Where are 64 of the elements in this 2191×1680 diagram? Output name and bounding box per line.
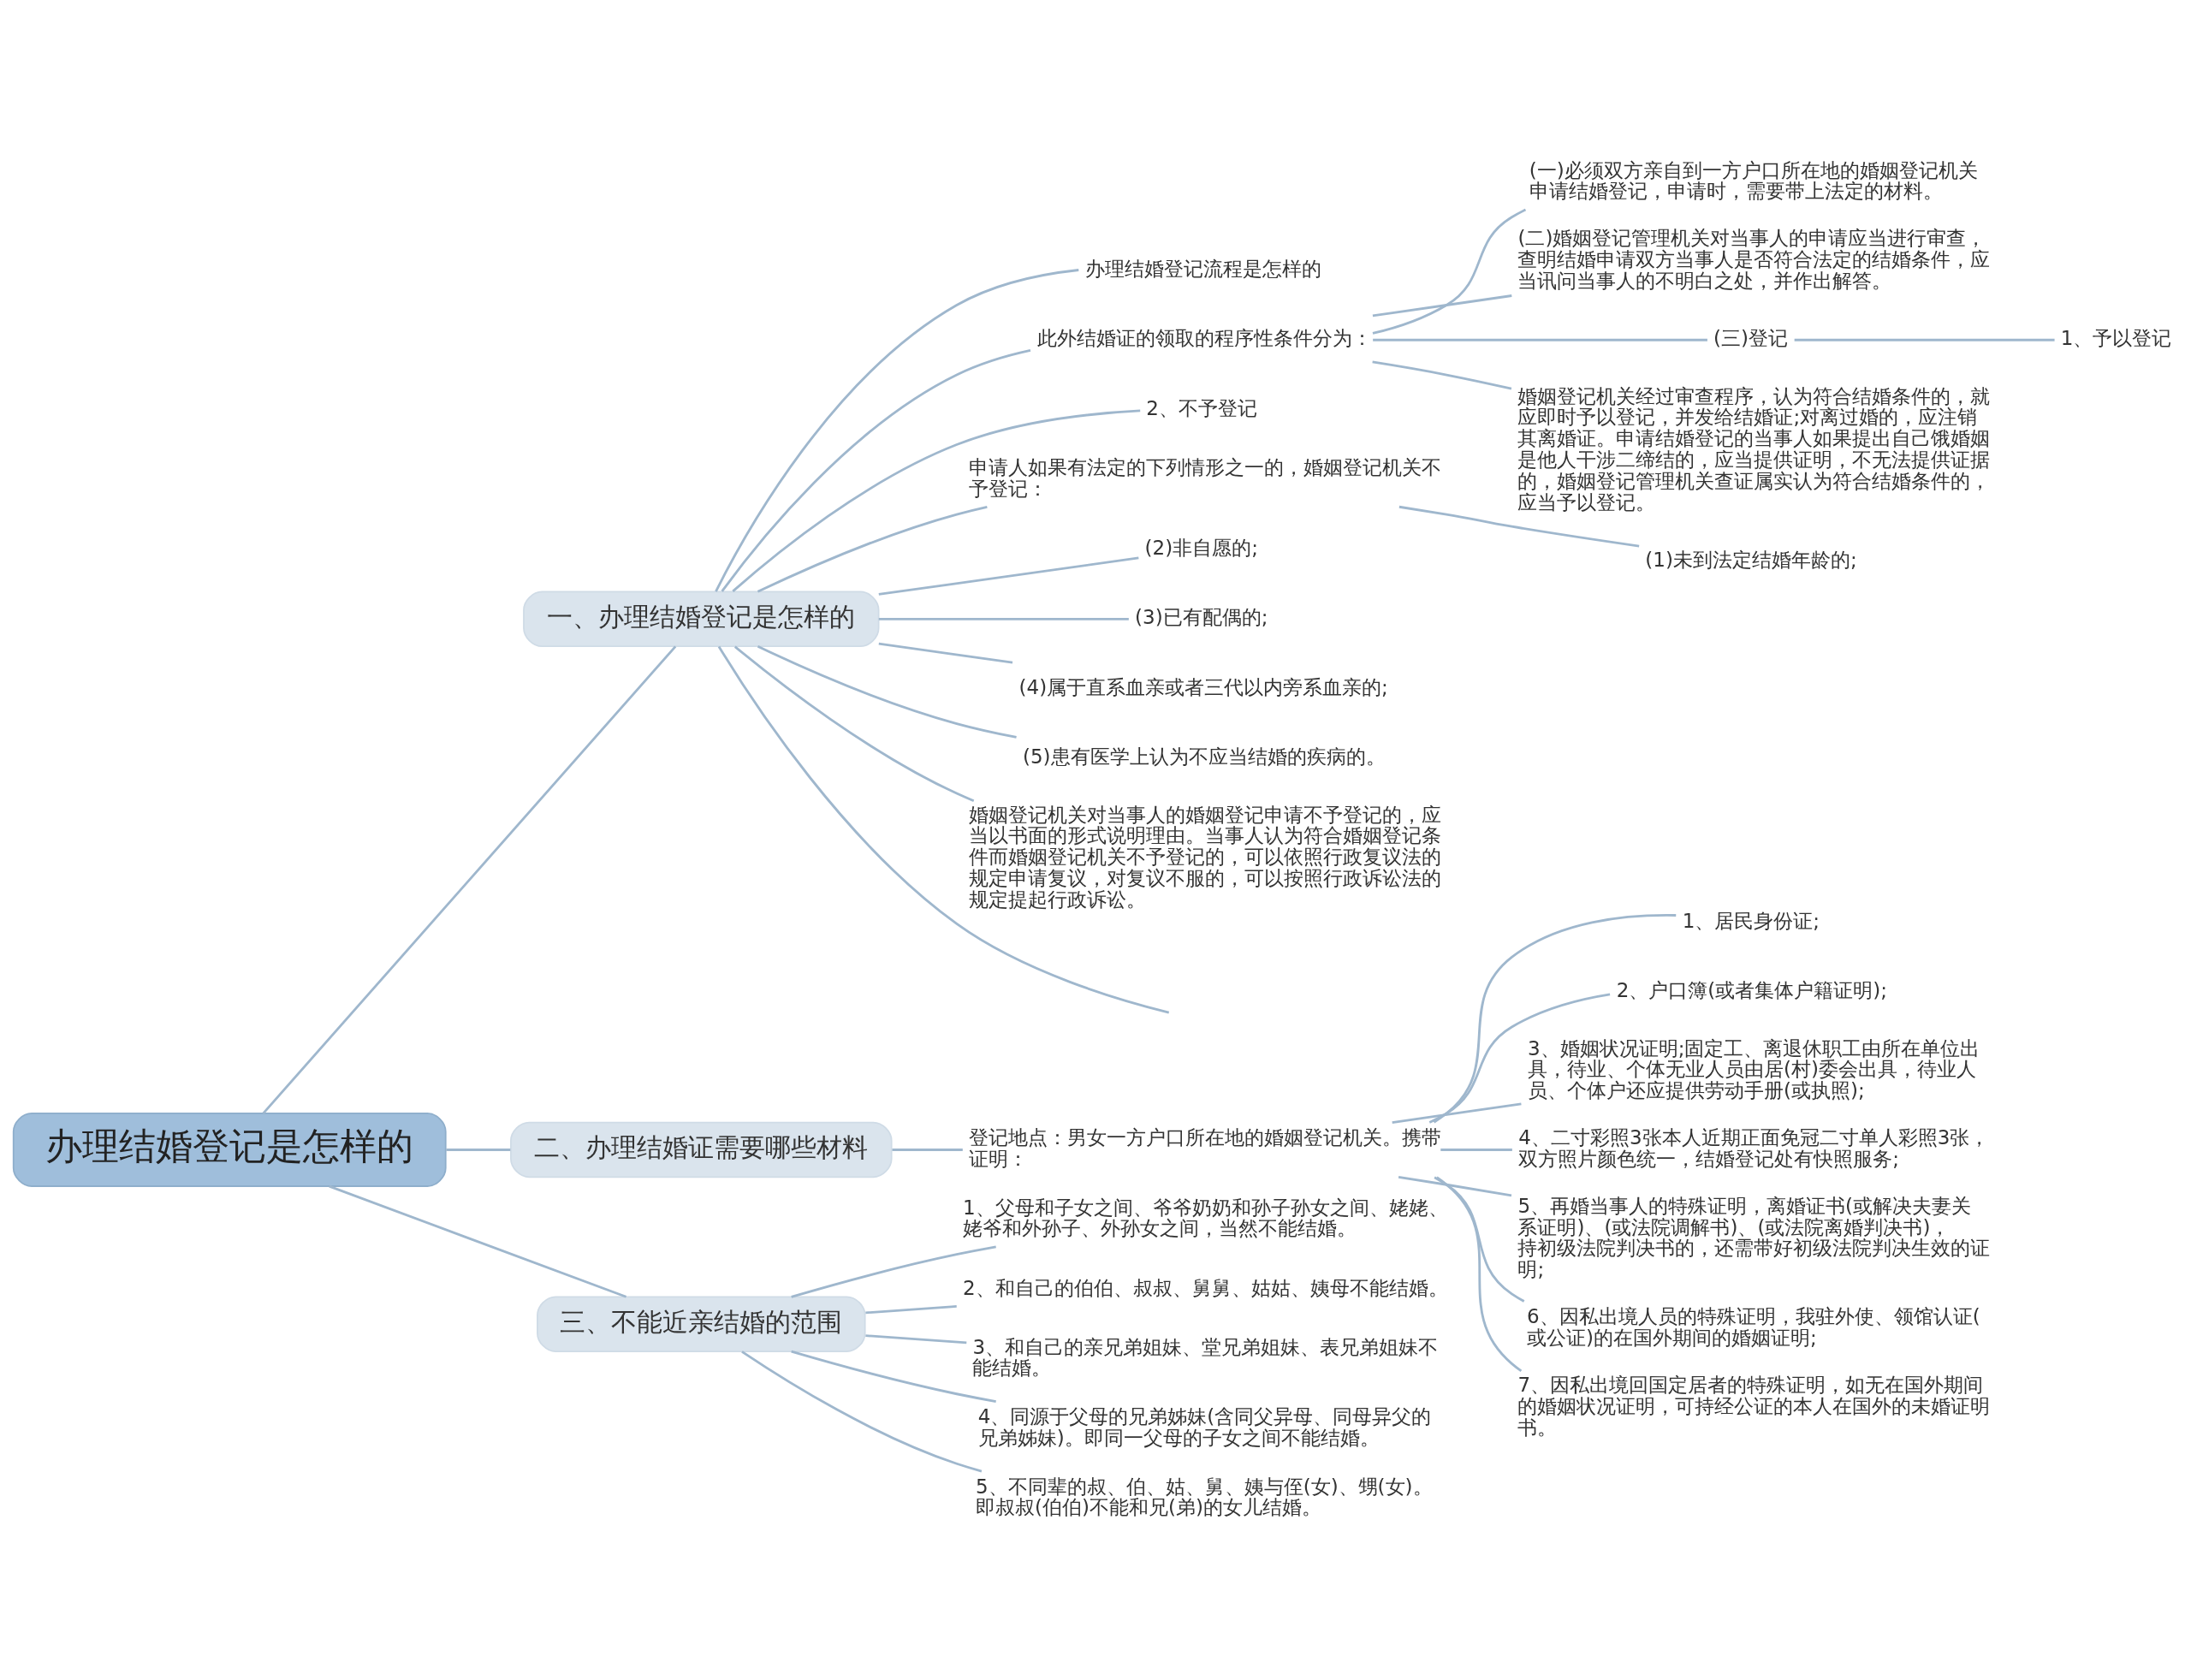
node-text: 3、婚姻状况证明;固定工、离退休职工由所在单位出具，待业、个体无业人员由居(村)委会出具，待业人员、个体户还应提供劳动手册(或执照);: [1528, 1036, 1980, 1101]
node-text: 4、同源于父母的兄弟姊妹(含同父异母、同母异父的兄弟姊妹)。即同一父母的子女之间不能结婚。: [977, 1404, 1432, 1449]
node-text: 7、因私出境回国定居者的特殊证明，如无在国外期间的婚姻状况证明，可持经公证的本人在国外的未婚证明书。: [1517, 1373, 1991, 1439]
node-text: 2、户口簿(或者集体户籍证明);: [1616, 978, 1888, 1001]
node-text: 申请人如果有法定的下列情形之一的，婚姻登记机关不予登记：: [969, 455, 1442, 500]
node-text: 1、父母和子女之间、爷爷奶奶和孙子孙女之间、姥姥、姥爷和外孙子、外孙女之间，当然不能结婚。: [962, 1196, 1448, 1239]
node-text: 登记地点：男女一方户口所在地的婚姻登记机关。携带证明：: [969, 1125, 1442, 1170]
node-text: 3、和自己的亲兄弟姐妹、堂兄弟姐妹、表兄弟姐妹不能结婚。: [972, 1335, 1439, 1379]
node-box: 二、办理结婚证需要哪些材料: [510, 1121, 893, 1178]
connector: [732, 409, 1141, 592]
connector: [1433, 913, 1677, 1123]
node-text: (3)已有配偶的;: [1135, 605, 1268, 628]
node-text: (三)登记: [1713, 326, 1789, 349]
connector: [757, 644, 1017, 739]
connector: [741, 1350, 983, 1472]
connector: [717, 645, 1170, 1013]
node-box: 一、办理结婚登记是怎样的: [523, 591, 880, 647]
connector: [733, 644, 975, 802]
connector: [1398, 505, 1640, 547]
node-text: 1、予以登记: [2060, 326, 2172, 349]
node-box: 办理结婚登记是怎样的: [12, 1112, 447, 1187]
node-text: 5、再婚当事人的特殊证明，离婚证书(或解决夫妻关系证明)、(或法院调解书)、(或法院离婚判决书)，持初级法院判决书的，还需带好初级法院判决生效的证明;: [1517, 1194, 1991, 1280]
connector: [1392, 1101, 1522, 1124]
node-box: 三、不能近亲结婚的范围: [537, 1295, 866, 1352]
node-text: 1、居民身份证;: [1682, 909, 1820, 932]
connector: [1372, 360, 1512, 390]
connector: [892, 1148, 963, 1151]
node-text: (4)属于直系血亲或者三代以内旁系血亲的;: [1018, 675, 1388, 698]
node-text: (1)未到法定结婚年龄的;: [1645, 548, 1857, 571]
connector: [1372, 208, 1527, 335]
connector: [262, 644, 677, 1114]
node-text: 婚姻登记机关对当事人的婚姻登记申请不予登记的，应当以书面的形式说明理由。当事人认为符合婚姻登记条件而婚姻登记机关不予登记的，可以依照行政复议法的规定申请复议，对复议不服的，可以按照行政诉讼法的规定提起行政诉讼。: [969, 803, 1442, 911]
node-text: 2、和自己的伯伯、叔叔、舅舅、姑姑、姨母不能结婚。: [962, 1276, 1448, 1299]
connector: [865, 1304, 957, 1314]
connector: [1373, 338, 1707, 341]
connector: [1440, 1148, 1512, 1151]
connector: [446, 1148, 511, 1151]
connector: [721, 348, 1031, 592]
node-text: (2)非自愿的;: [1144, 536, 1258, 559]
node-text: 婚姻登记机关经过审查程序，认为符合结婚条件的，就应即时予以登记，并发给结婚证;对离过婚的，应注销其离婚证。申请结婚登记的当事人如果提出自己饿婚姻是他人干涉二缔结的，应当提供证明，不无法提供证据的，婚姻登记管理机关查证属实认为符合结婚条件的，应当予以登记。: [1517, 384, 1991, 513]
node-text: (二)婚姻登记管理机关对当事人的申请应当进行审查，查明结婚申请双方当事人是否符合法定的结婚条件，应当讯问当事人的不明白之处，并作出解答。: [1517, 226, 1991, 292]
connector: [878, 617, 1129, 620]
node-text: 4、二寸彩照3张本人近期正面免冠二寸单人彩照3张，双方照片颜色统一，结婚登记处有快照服务;: [1518, 1125, 1990, 1170]
connector: [791, 1350, 996, 1403]
node-text: 2、不予登记: [1146, 396, 1258, 419]
connector: [878, 642, 1013, 663]
connector: [791, 1245, 996, 1298]
connector: [1372, 294, 1512, 317]
connector: [1434, 1175, 1525, 1303]
connector: [1436, 1176, 1523, 1372]
node-text: (一)必须双方亲自到一方户口所在地的婚姻登记机关申请结婚登记，申请时，需要带上法定的材料。: [1529, 158, 1978, 202]
connector: [865, 1333, 967, 1344]
node-text: (5)患有医学上认为不应当结婚的疾病的。: [1022, 745, 1386, 768]
connector: [1794, 338, 2055, 341]
node-text: 此外结婚证的领取的程序性条件分为：: [1036, 326, 1372, 349]
node-text: 办理结婚登记流程是怎样的: [1084, 257, 1321, 280]
connector: [329, 1184, 627, 1298]
node-text: 6、因私出境人员的特殊证明，我驻外使、领馆认证(或公证)的在国外期间的婚姻证明;: [1527, 1304, 1980, 1349]
connector: [715, 268, 1079, 592]
node-text: 5、不同辈的叔、伯、姑、舅、姨与侄(女)、甥(女)。即叔叔(伯伯)不能和兄(弟)的女儿结婚。: [976, 1475, 1433, 1518]
connector: [1428, 992, 1611, 1124]
connector: [878, 555, 1139, 596]
connector: [1398, 1175, 1512, 1196]
connector: [757, 505, 988, 593]
